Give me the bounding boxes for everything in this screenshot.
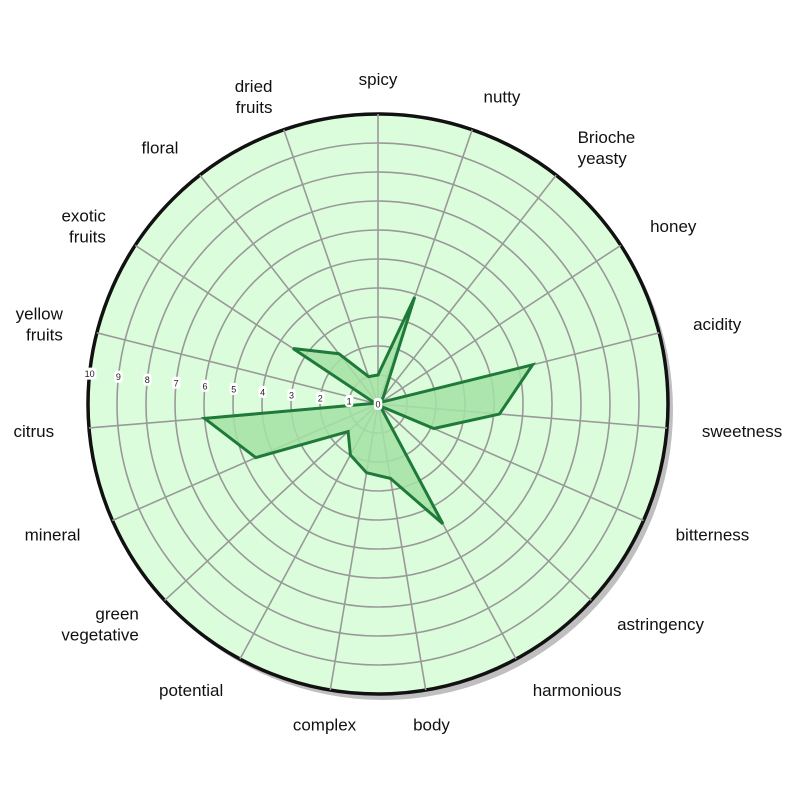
tick-label: 7 (174, 378, 179, 388)
axis-label-line: green (95, 605, 138, 624)
axis-label-line: fruits (69, 228, 106, 247)
axis-label-line: body (413, 716, 450, 735)
tick-label: 4 (260, 387, 265, 397)
tick-label-background (200, 379, 210, 392)
spoke (96, 332, 379, 405)
tick-label-background (287, 388, 296, 401)
axis-label-line: complex (293, 716, 357, 735)
axis-label-line: fruits (236, 98, 273, 117)
tick-label: 8 (145, 375, 150, 385)
radial-tick-labels: 0 1 2 3 4 5 6 7 8 9 10 (82, 367, 383, 410)
axis-label: dried fruits (235, 77, 273, 117)
axis-label: exotic fruits (61, 207, 106, 247)
spoke (377, 244, 622, 405)
axis-label-line: harmonious (533, 681, 622, 700)
axis-label: acidity (693, 315, 742, 334)
axis-label: complex (293, 716, 357, 735)
axis-label: harmonious (533, 681, 622, 700)
axis-label-line: dried (235, 77, 273, 96)
axis-label: astringency (617, 615, 704, 634)
spoke (377, 174, 557, 405)
axis-label: honey (650, 217, 697, 236)
axis-label-line: potential (159, 681, 223, 700)
axis-label-line: floral (142, 139, 179, 158)
tick-label-background (143, 373, 152, 386)
axis-label-line: citrus (13, 422, 54, 441)
axis-label-line: mineral (25, 526, 81, 545)
axis-label: bitterness (676, 526, 750, 545)
axis-label-line: sweetness (702, 422, 782, 441)
tick-label-background (229, 382, 239, 395)
axis-label: Brioche yeasty (578, 128, 636, 168)
axis-label: potential (159, 681, 223, 700)
axis-label-line: exotic (61, 207, 106, 226)
axis-label: green vegetative (61, 605, 139, 645)
axis-label-line: honey (650, 217, 697, 236)
tick-label: 3 (289, 390, 294, 400)
tick-label-background (316, 391, 325, 404)
tick-label: 0 (375, 400, 380, 410)
axis-label: sweetness (702, 422, 782, 441)
tick-label-background (373, 398, 383, 410)
axis-label-line: Brioche (578, 128, 636, 147)
axis-label-line: acidity (693, 315, 742, 334)
axis-label: citrus (13, 422, 54, 441)
axis-label-line: fruits (26, 326, 63, 345)
tick-label: 6 (202, 381, 207, 391)
axis-label-line: yeasty (578, 149, 628, 168)
spoke (283, 129, 379, 405)
axis-label-line: bitterness (676, 526, 750, 545)
tick-label-background (114, 370, 123, 383)
axis-label: mineral (25, 526, 81, 545)
tick-label-background (171, 376, 181, 389)
axis-label: spicy (359, 70, 398, 89)
spoke (377, 403, 592, 602)
axis-label-line: nutty (484, 88, 521, 107)
axis-label: nutty (484, 88, 521, 107)
tick-label-background (258, 385, 267, 398)
tick-label-background (344, 394, 354, 407)
axis-label: body (413, 716, 450, 735)
data-series-area (200, 296, 537, 526)
tick-label: 5 (231, 384, 236, 394)
axis-label: yellow fruits (16, 305, 64, 345)
spoke (164, 403, 379, 602)
axis-label-line: astringency (617, 615, 704, 634)
tick-label: 10 (85, 369, 95, 379)
axis-label-line: vegetative (61, 626, 139, 645)
axis-label-line: spicy (359, 70, 398, 89)
axis-label: floral (142, 139, 179, 158)
tick-label-background (82, 367, 97, 380)
tick-label: 2 (318, 393, 323, 403)
tick-label: 1 (347, 396, 352, 406)
axis-label-line: yellow (16, 305, 64, 324)
tick-label: 9 (116, 372, 121, 382)
